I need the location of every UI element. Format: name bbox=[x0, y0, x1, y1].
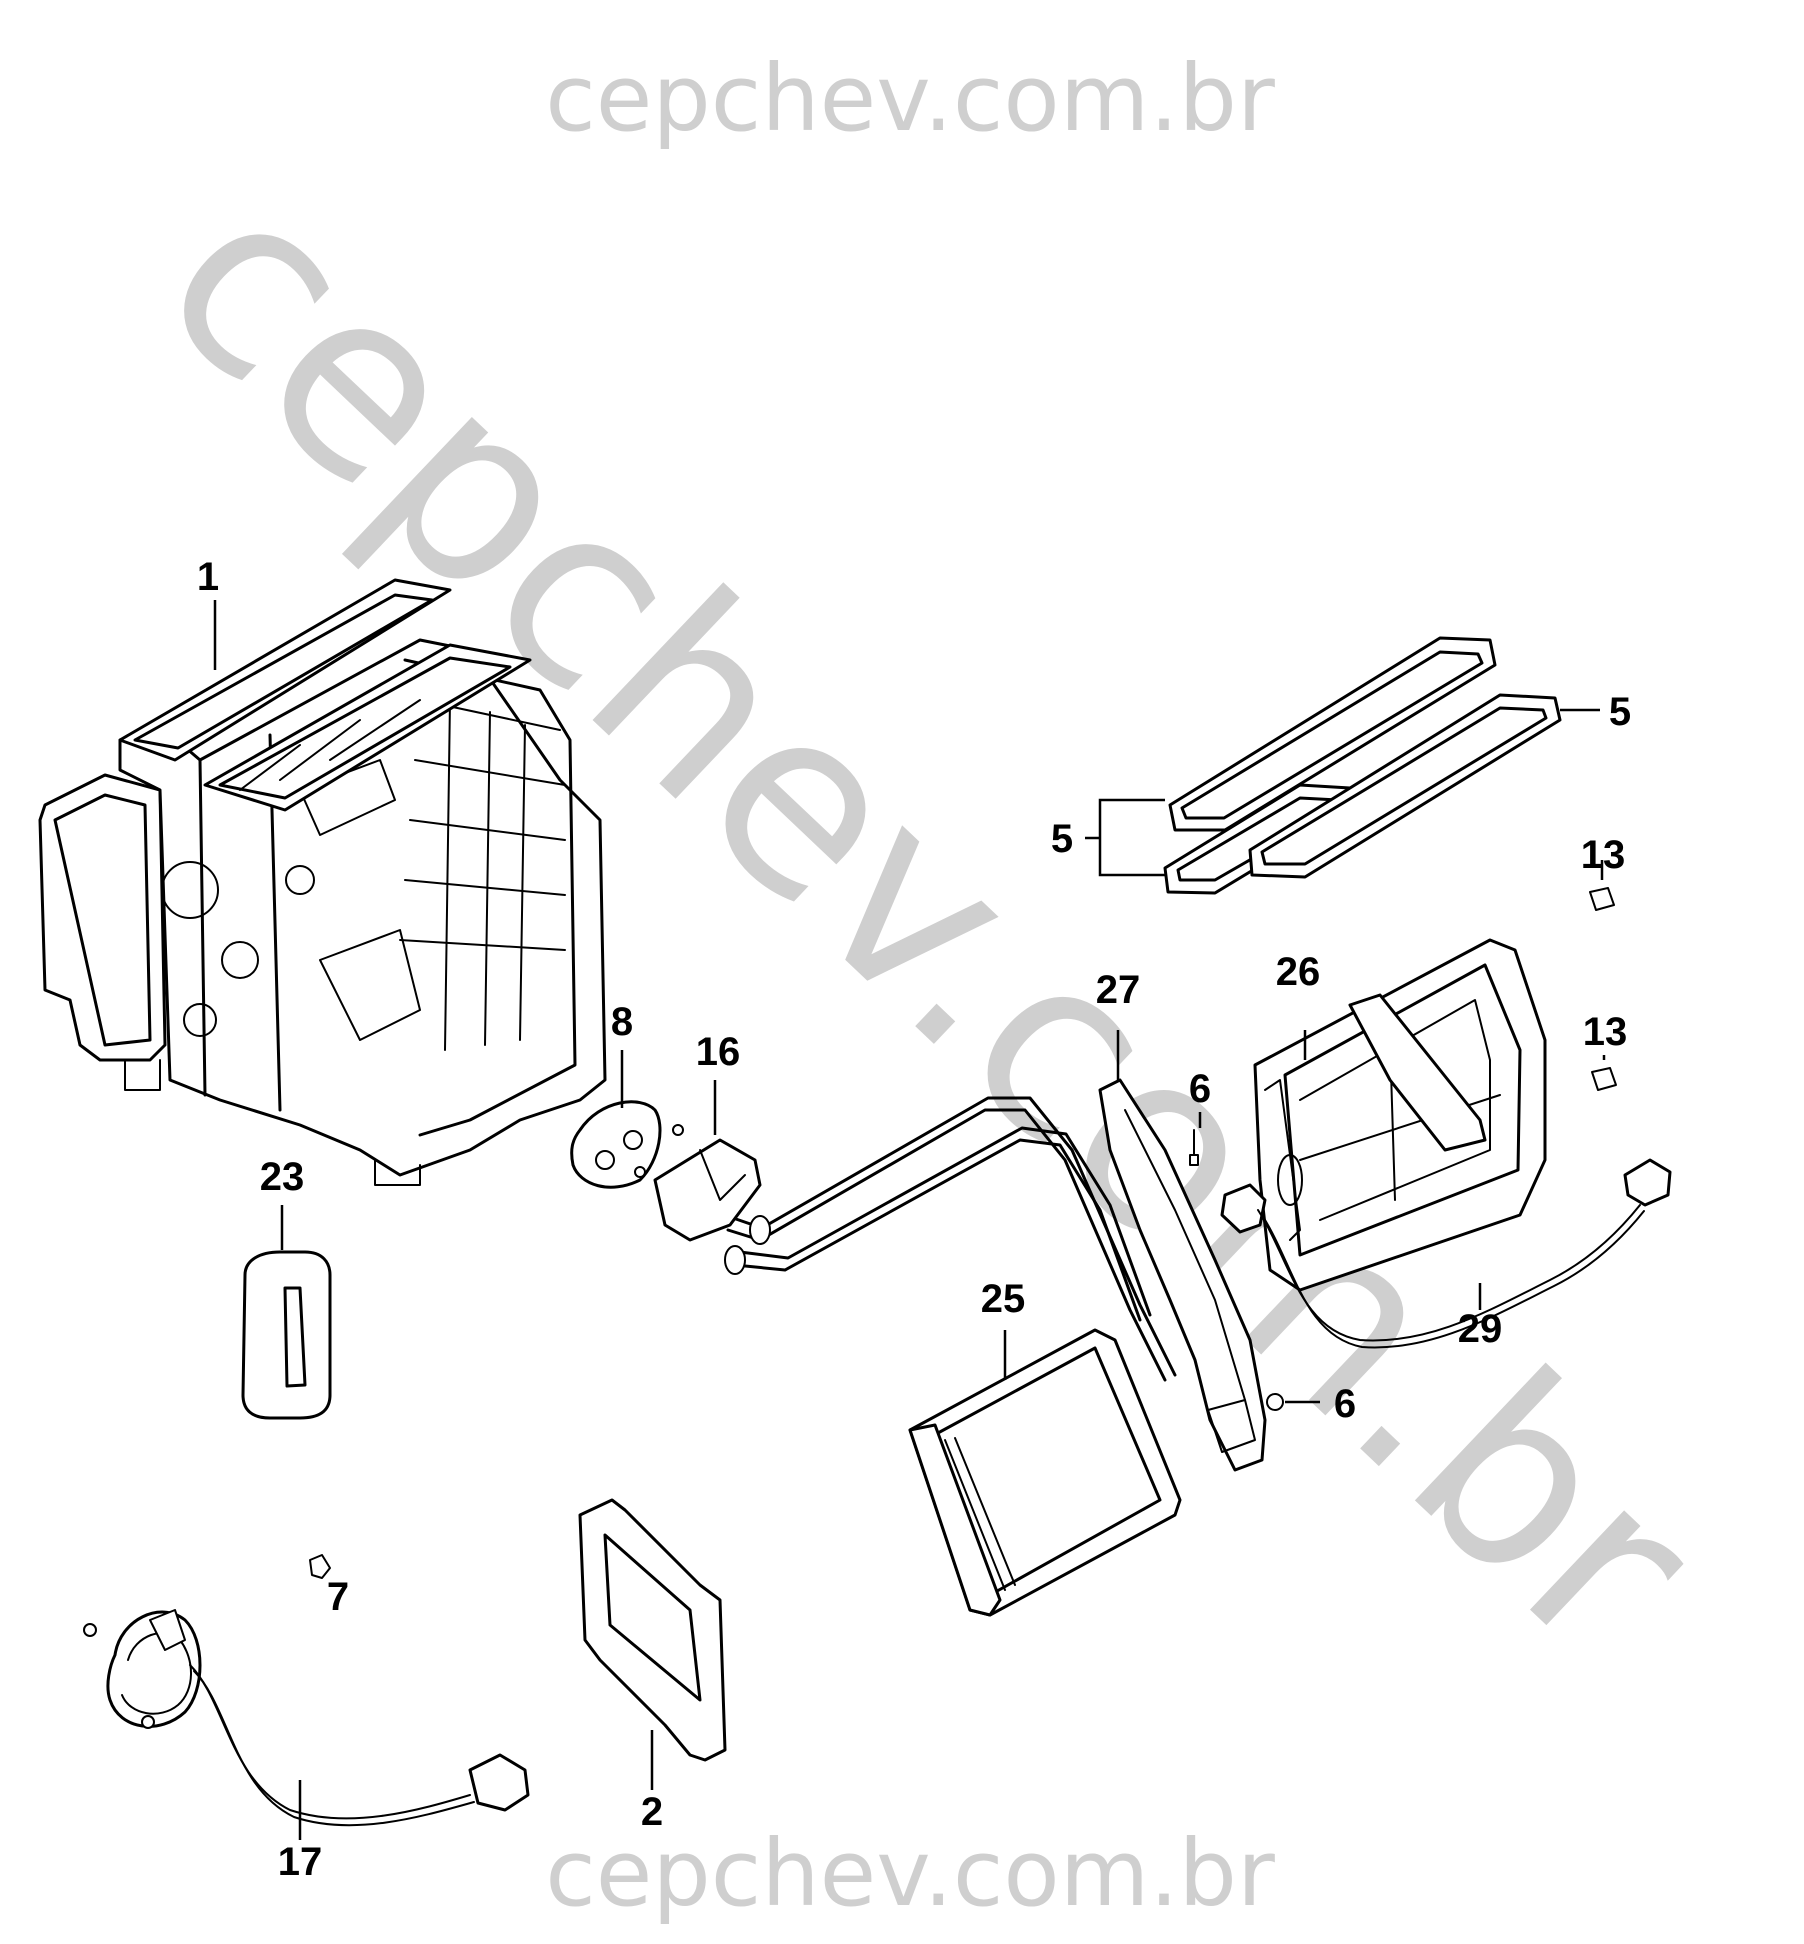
duct-bracket bbox=[1098, 1078, 1267, 1472]
callout-16: 16 bbox=[696, 1030, 741, 1074]
callout-13-upper: 13 bbox=[1581, 833, 1626, 877]
heater-core bbox=[908, 1328, 1182, 1617]
blower-housing bbox=[1253, 938, 1547, 1292]
clip-7 bbox=[309, 1554, 331, 1579]
callout-29: 29 bbox=[1458, 1307, 1503, 1351]
callout-6-lower: 6 bbox=[1334, 1382, 1356, 1426]
clip-13-lower bbox=[1591, 1067, 1617, 1091]
callout-13-lower: 13 bbox=[1583, 1010, 1628, 1054]
callout-27: 27 bbox=[1096, 968, 1141, 1012]
callout-8: 8 bbox=[611, 1000, 633, 1044]
actuator-harness-17 bbox=[83, 1609, 530, 1827]
callout-25: 25 bbox=[981, 1277, 1026, 1321]
seal-frame-2 bbox=[578, 1498, 727, 1762]
hvac-module-housing bbox=[38, 578, 607, 1186]
leader-lines bbox=[213, 600, 1606, 1840]
callout-5-right: 5 bbox=[1609, 690, 1631, 734]
watermark-bottom: cepchev.com.br bbox=[545, 1820, 1275, 1927]
harness-29 bbox=[1220, 1158, 1672, 1349]
grommet bbox=[570, 1100, 662, 1189]
callout-7: 7 bbox=[327, 1575, 349, 1619]
callout-1: 1 bbox=[197, 555, 219, 599]
clip-13-upper bbox=[1589, 887, 1615, 911]
screw-6-upper bbox=[1189, 1129, 1199, 1166]
filter-frame-gaskets bbox=[1163, 636, 1562, 895]
callout-5-left: 5 bbox=[1051, 817, 1073, 861]
pipe-bracket bbox=[634, 1124, 762, 1242]
callout-17: 17 bbox=[278, 1840, 323, 1884]
callout-23: 23 bbox=[260, 1155, 305, 1199]
callout-26: 26 bbox=[1276, 950, 1321, 994]
heater-pipes bbox=[724, 1096, 1177, 1382]
seal-23 bbox=[241, 1250, 332, 1420]
screw-6-lower bbox=[1266, 1393, 1284, 1411]
callout-2: 2 bbox=[641, 1790, 663, 1834]
callout-6-upper: 6 bbox=[1189, 1067, 1211, 1111]
watermark-top: cepchev.com.br bbox=[545, 45, 1275, 152]
